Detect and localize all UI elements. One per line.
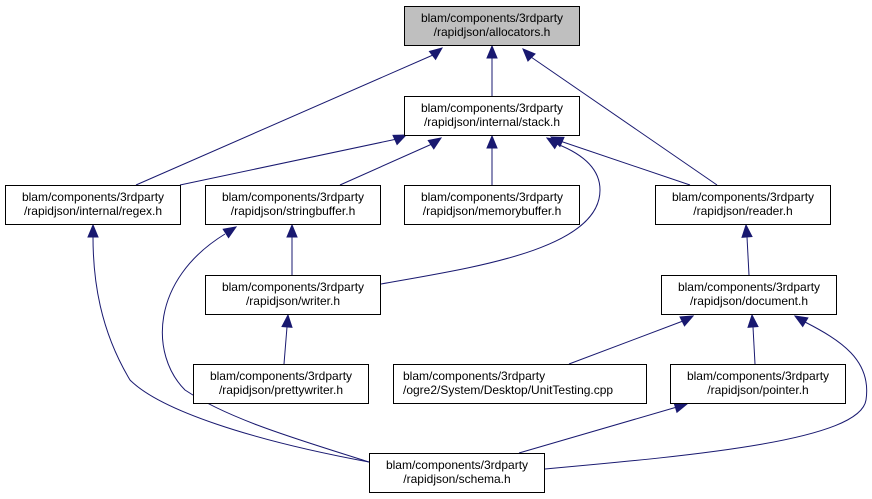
node-path-line1: blam/components/3rdparty [403, 369, 546, 383]
node-path-line2: /rapidjson/pointer.h [707, 383, 809, 397]
edge-schema-to-regex [87, 223, 370, 463]
node-memorybuffer[interactable]: blam/components/3rdparty/rapidjson/memor… [404, 185, 580, 225]
arrowhead-icon [281, 313, 293, 328]
node-path-line2: /rapidjson/allocators.h [433, 25, 551, 39]
edge-reader-to-stack [549, 136, 691, 186]
node-stringbuffer[interactable]: blam/components/3rdparty/rapidjson/strin… [205, 185, 381, 225]
node-regex[interactable]: blam/components/3rdparty/rapidjson/inter… [5, 185, 181, 225]
node-unittesting[interactable]: blam/components/3rdparty/ogre2/System/De… [393, 364, 647, 404]
node-path-line1: blam/components/3rdparty [420, 11, 564, 25]
arrowhead-icon [522, 48, 536, 62]
node-path-line2: /rapidjson/prettywriter.h [218, 383, 344, 397]
edge-line [92, 236, 370, 463]
node-path-line1: blam/components/3rdparty [671, 190, 815, 204]
edge-schema-to-pointer [518, 402, 689, 454]
edge-line [380, 143, 601, 285]
edge-regex-to-allocators [135, 47, 444, 186]
edge-line [544, 321, 868, 470]
node-stack[interactable]: blam/components/3rdparty/rapidjson/inter… [404, 96, 580, 136]
edge-line [283, 326, 288, 365]
arrowhead-icon [286, 223, 298, 238]
arrowhead-icon [549, 136, 565, 148]
node-prettywriter[interactable]: blam/components/3rdparty/rapidjson/prett… [193, 364, 369, 404]
node-path-line2: /ogre2/System/Desktop/UnitTesting.cpp [403, 383, 614, 397]
node-path-line1: blam/components/3rdparty [209, 369, 353, 383]
edge-line [518, 406, 678, 454]
edge-line [568, 320, 684, 365]
node-path-line2: /rapidjson/stringbuffer.h [230, 204, 356, 218]
edge-pointer-to-document [747, 313, 759, 365]
node-path-line2: /rapidjson/document.h [689, 294, 809, 308]
node-path-line2: /rapidjson/schema.h [403, 472, 511, 486]
node-path-line1: blam/components/3rdparty [420, 190, 564, 204]
node-path-line1: blam/components/3rdparty [221, 280, 365, 294]
arrowhead-icon [428, 47, 444, 61]
edge-line [339, 143, 433, 186]
arrowhead-icon [486, 134, 498, 149]
arrowhead-icon [679, 315, 695, 327]
node-document[interactable]: blam/components/3rdparty/rapidjson/docum… [661, 275, 837, 315]
edge-stringbuffer-to-stack [339, 137, 443, 186]
node-path-line1: blam/components/3rdparty [420, 101, 564, 115]
edge-line [746, 236, 750, 276]
arrowhead-icon [747, 313, 759, 328]
node-pointer[interactable]: blam/components/3rdparty/rapidjson/point… [670, 364, 846, 404]
node-allocators: blam/components/3rdparty/rapidjson/alloc… [404, 6, 580, 46]
edge-document-to-reader [741, 223, 753, 276]
node-path-line2: /rapidjson/internal/regex.h [23, 204, 163, 218]
edge-line [135, 54, 434, 186]
edge-schema-to-stringbuffer [161, 226, 370, 463]
edge-line [559, 140, 691, 186]
edge-line [530, 56, 718, 186]
node-path-line1: blam/components/3rdparty [677, 280, 821, 294]
node-path-line2: /rapidjson/writer.h [245, 294, 341, 308]
edge-reader-to-allocators [522, 48, 718, 186]
edge-line [161, 233, 370, 463]
arrowhead-icon [87, 223, 99, 238]
edge-writer-to-stringbuffer [286, 223, 298, 275]
arrowhead-icon [673, 402, 689, 414]
arrowhead-icon [741, 223, 753, 238]
node-path-line2: /rapidjson/reader.h [693, 204, 793, 218]
arrowhead-icon [392, 134, 408, 146]
edge-line [752, 326, 756, 365]
node-schema[interactable]: blam/components/3rdparty/rapidjson/schem… [369, 453, 545, 493]
arrowhead-icon [486, 44, 498, 59]
node-path-line1: blam/components/3rdparty [385, 458, 529, 472]
edge-prettywriter-to-writer [281, 313, 293, 365]
node-writer[interactable]: blam/components/3rdparty/rapidjson/write… [205, 275, 381, 315]
node-reader[interactable]: blam/components/3rdparty/rapidjson/reade… [655, 185, 831, 225]
node-path-line1: blam/components/3rdparty [221, 190, 365, 204]
node-path-line2: /rapidjson/memorybuffer.h [422, 204, 562, 218]
edge-regex-to-stack [179, 134, 408, 186]
edge-memorybuffer-to-stack [486, 134, 498, 185]
arrowhead-icon [427, 137, 443, 150]
arrowhead-icon [793, 315, 809, 328]
node-path-line1: blam/components/3rdparty [686, 369, 830, 383]
node-path-line2: /rapidjson/internal/stack.h [423, 115, 561, 129]
edge-unittesting-to-document [568, 315, 695, 365]
edge-line [179, 138, 398, 186]
node-path-line1: blam/components/3rdparty [21, 190, 165, 204]
edge-stack-to-allocators [486, 44, 498, 96]
arrowhead-icon [222, 226, 238, 239]
edge-schema-to-document [544, 315, 868, 470]
